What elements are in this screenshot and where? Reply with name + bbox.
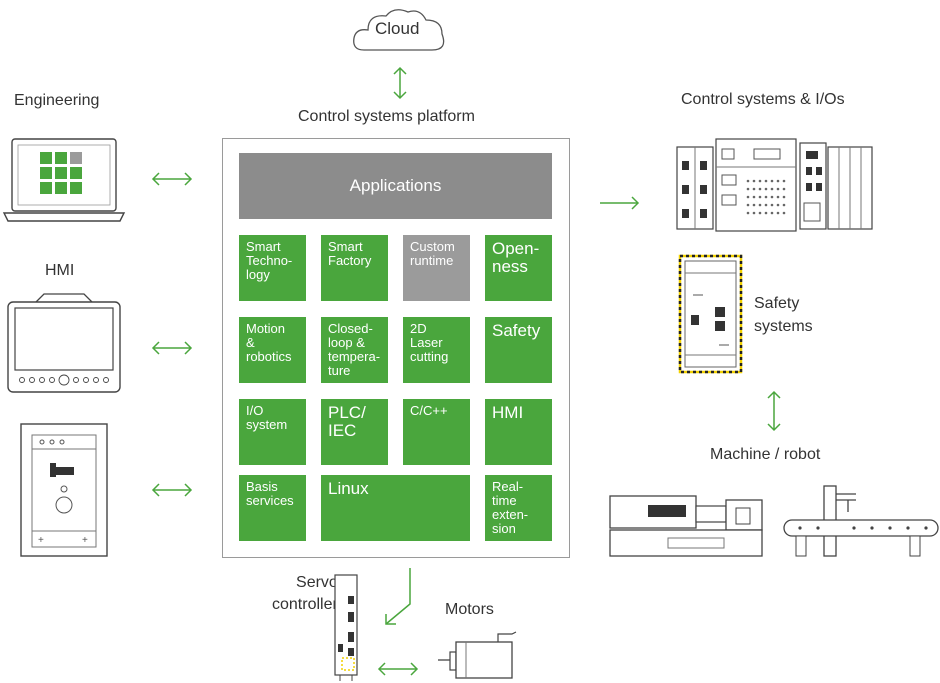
engineering-arrow — [151, 172, 193, 186]
servo-controller-label: Servo controller — [272, 574, 338, 613]
tile-2d-laser-cutting: 2D Laser cutting — [403, 317, 470, 383]
tile-c-c: C/C++ — [403, 399, 470, 465]
servo-arrow — [385, 568, 411, 625]
laptop-icon — [2, 138, 126, 222]
servo-controller-icon — [334, 574, 358, 681]
tile-real-time-exten-sion: Real- time exten- sion — [485, 475, 552, 541]
control-arrow — [600, 196, 640, 210]
tile-custom-runtime: Custom runtime — [403, 235, 470, 301]
control-system-icon — [676, 138, 873, 232]
tile-i-o-system: I/O system — [239, 399, 306, 465]
cloud-arrow — [393, 66, 407, 100]
tile-smart-techno-logy: Smart Techno- logy — [239, 235, 306, 301]
panel-arrow — [151, 483, 193, 497]
machine-robot-label: Machine / robot — [710, 446, 821, 463]
motor-icon — [438, 631, 517, 679]
tile-open-ness: Open- ness — [485, 235, 552, 301]
tile-motion-robotics: Motion & robotics — [239, 317, 306, 383]
robot-icon — [783, 485, 939, 557]
safety-machine-arrow — [767, 390, 781, 432]
svg-text:+: + — [38, 535, 44, 546]
hmi-panel-icon — [7, 293, 121, 393]
cloud-label: Cloud — [375, 19, 420, 38]
tile-safety: Safety — [485, 317, 552, 383]
cloud-icon — [353, 9, 445, 51]
tile-smart-factory: Smart Factory — [321, 235, 388, 301]
tile-closed-loop-tempera-ture: Closed- loop & tempera- ture — [321, 317, 388, 383]
panel-device-icon: ++ — [20, 423, 108, 557]
safety-module-icon — [678, 254, 743, 374]
machine-icon — [609, 495, 763, 557]
hmi-label: HMI — [45, 262, 75, 279]
svg-text:+: + — [82, 535, 88, 546]
engineering-label: Engineering — [14, 92, 100, 109]
applications-bar: Applications — [239, 153, 552, 219]
control-io-label: Control systems & I/Os — [681, 91, 845, 108]
motor-arrow — [377, 662, 419, 676]
platform-title: Control systems platform — [298, 108, 475, 125]
safety-systems-label: Safety systems — [754, 295, 813, 335]
tile-plc-iec: PLC/ IEC — [321, 399, 388, 465]
motors-label: Motors — [445, 601, 494, 618]
tile-basis-services: Basis services — [239, 475, 306, 541]
hmi-arrow — [151, 341, 193, 355]
tile-linux: Linux — [321, 475, 470, 541]
tile-hmi: HMI — [485, 399, 552, 465]
